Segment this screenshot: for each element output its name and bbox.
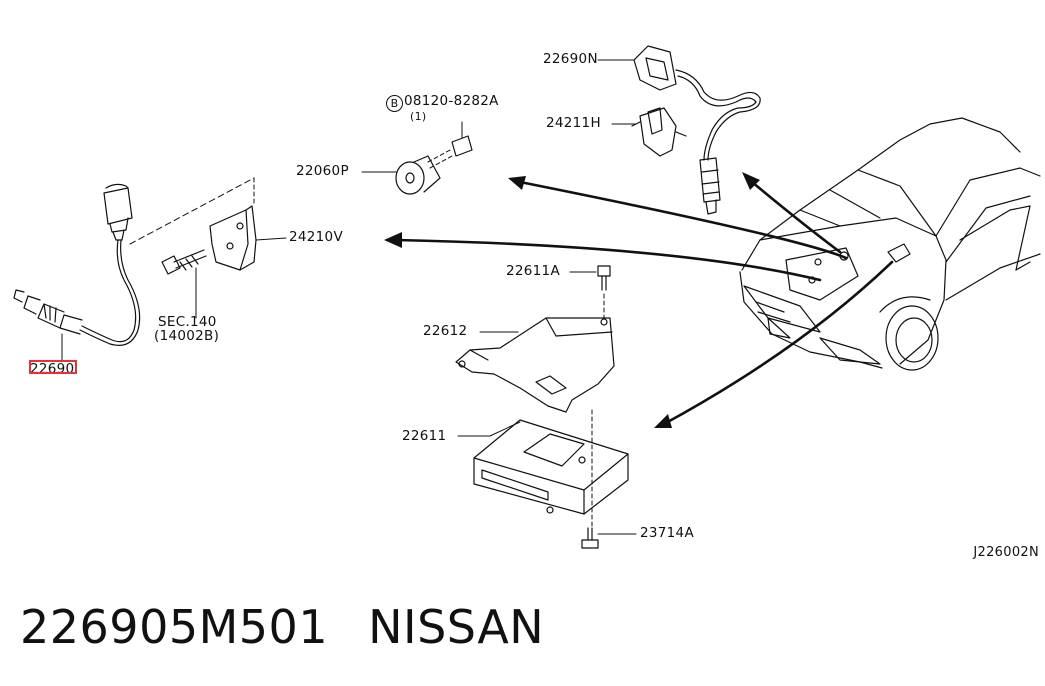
bracket-24210v — [161, 177, 287, 319]
brand-name: NISSAN — [368, 600, 545, 654]
caption: 226905M501 NISSAN — [20, 600, 544, 654]
bolt-number: 08120-8282A — [404, 93, 499, 109]
label-sec140: SEC.140 — [158, 314, 217, 330]
label-22611a: 22611A — [506, 263, 560, 279]
bolt-mark-icon: B — [386, 95, 403, 112]
label-22612: 22612 — [423, 323, 468, 339]
vehicle-outline — [739, 117, 1041, 371]
knock-sensor — [361, 121, 473, 195]
part-number: 226905M501 — [20, 600, 329, 654]
highlight-box — [29, 360, 77, 374]
oxygen-sensor-left — [13, 177, 255, 361]
label-24210v: 24210V — [289, 229, 343, 245]
diagram-code: J226002N — [973, 545, 1039, 560]
label-14002b: (14002B) — [154, 328, 220, 344]
ecu-unit — [457, 409, 637, 549]
label-bolt-qty: (1) — [410, 110, 427, 123]
label-22611: 22611 — [402, 428, 447, 444]
label-22060p: 22060P — [296, 163, 349, 179]
label-23714a: 23714A — [640, 525, 694, 541]
oxygen-sensor-upper — [597, 45, 761, 215]
ecu-bracket — [455, 265, 615, 413]
label-22690n: 22690N — [543, 51, 598, 67]
label-24211h: 24211H — [546, 115, 601, 131]
location-arrows — [394, 180, 894, 426]
clip-24211h — [611, 107, 687, 157]
